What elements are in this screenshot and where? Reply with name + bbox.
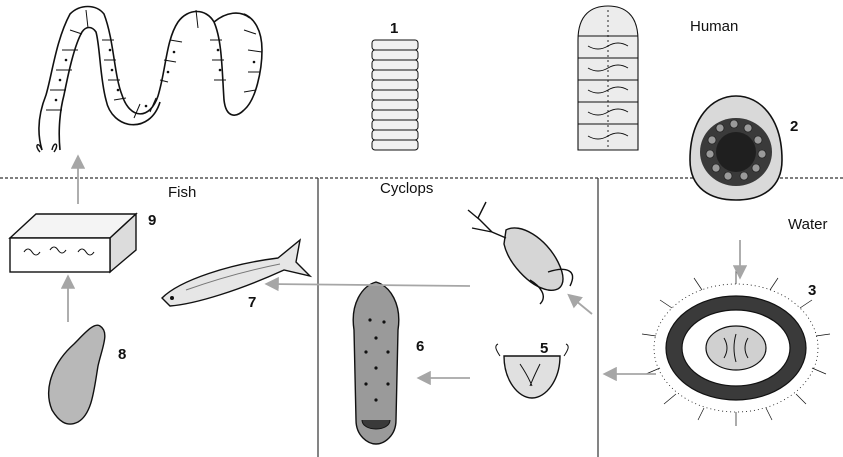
mature-proglottid-column bbox=[578, 6, 638, 150]
stage-5-procercoid bbox=[496, 344, 568, 398]
stage-2-egg bbox=[690, 96, 782, 200]
strobila-segments bbox=[46, 10, 262, 118]
stage-9-fish-flesh bbox=[10, 214, 136, 272]
stage-number-6: 6 bbox=[416, 338, 424, 355]
strobila-dots bbox=[55, 49, 256, 108]
stage-6-plerocercoid bbox=[353, 282, 399, 444]
arrow-cyclops-to-fish bbox=[268, 284, 470, 286]
label-water: Water bbox=[788, 216, 827, 233]
stage-3-coracidium bbox=[654, 284, 818, 412]
label-cyclops: Cyclops bbox=[380, 180, 433, 197]
adult-tapeworm-strobila bbox=[39, 7, 262, 151]
stage-number-8: 8 bbox=[118, 346, 126, 363]
arrow-procercoid-to-cyclops bbox=[570, 296, 592, 314]
label-human: Human bbox=[690, 18, 738, 35]
cyclops-copepod bbox=[468, 202, 573, 304]
stage-number-1: 1 bbox=[390, 20, 398, 37]
stage-number-2: 2 bbox=[790, 118, 798, 135]
label-fish: Fish bbox=[168, 184, 196, 201]
stage-7-fish bbox=[162, 240, 310, 306]
stage-8-larva bbox=[49, 325, 105, 424]
stage-number-5: 5 bbox=[540, 340, 548, 357]
stage-number-3: 3 bbox=[808, 282, 816, 299]
stage-number-7: 7 bbox=[248, 294, 256, 311]
scolex bbox=[37, 144, 57, 152]
stage-number-9: 9 bbox=[148, 212, 156, 229]
stage-1-proglottids bbox=[372, 40, 418, 150]
